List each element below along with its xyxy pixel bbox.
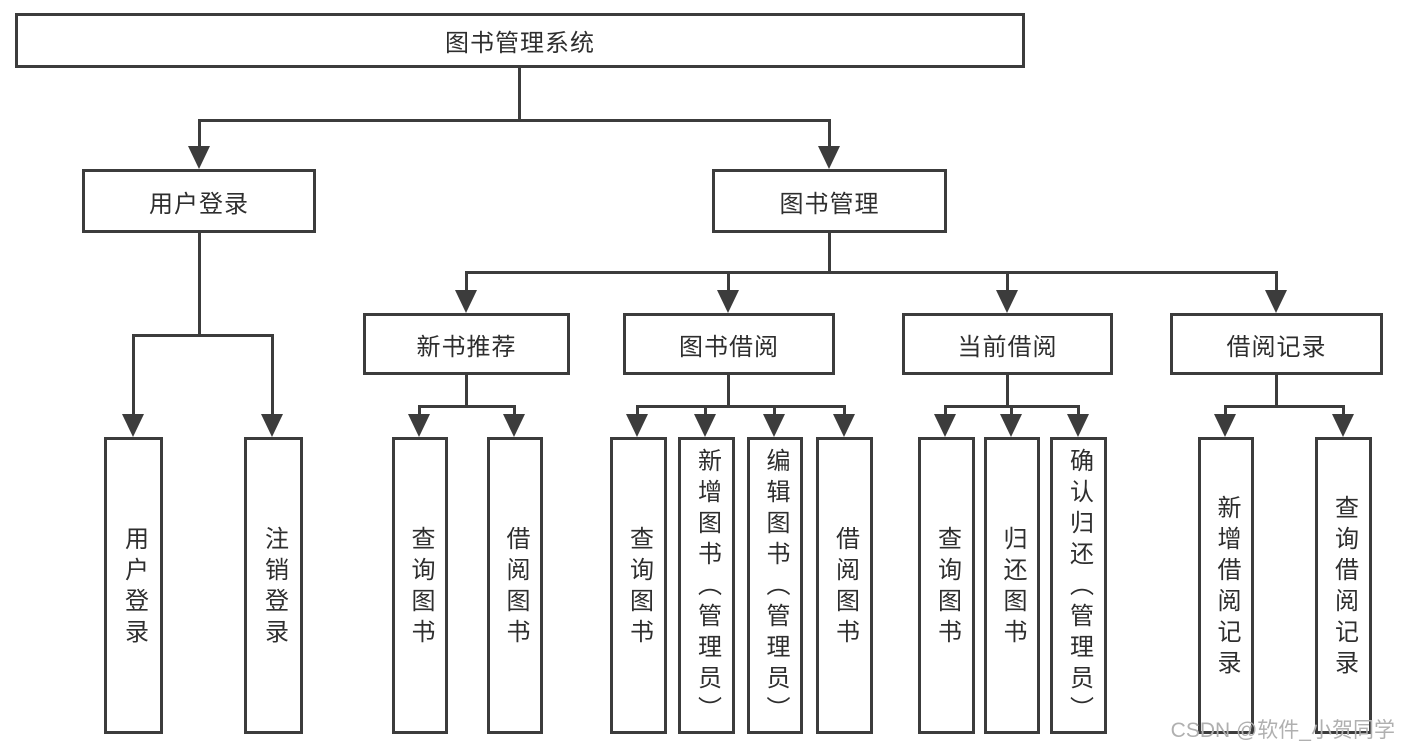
connector-line	[1224, 405, 1227, 417]
arrow-down-icon	[1067, 414, 1089, 437]
arrow-down-icon	[694, 414, 716, 437]
connector-line	[418, 405, 421, 417]
connector-line	[636, 405, 639, 417]
arrow-down-icon	[261, 414, 283, 437]
connector-line	[132, 334, 274, 337]
node-book-management-label: 图书管理	[779, 190, 880, 218]
arrow-down-icon	[717, 290, 739, 313]
node-new-book-recommend: 新书推荐	[363, 313, 570, 375]
connector-line	[465, 375, 468, 407]
arrow-down-icon	[833, 414, 855, 437]
connector-line	[828, 233, 831, 274]
leaf-add-books-admin-label: 新增图书（管理员）	[693, 448, 721, 727]
node-root: 图书管理系统	[15, 13, 1025, 68]
leaf-borrow-books-borrowing-label: 借阅图书	[831, 525, 859, 650]
leaf-query-books-current: 查询图书	[918, 437, 975, 734]
connector-line	[465, 271, 468, 293]
leaf-query-books-recommend-label: 查询图书	[407, 525, 434, 650]
connector-line	[198, 119, 831, 122]
connector-line	[1275, 271, 1278, 293]
leaf-confirm-return-admin: 确认归还（管理员）	[1050, 437, 1107, 734]
node-user-login: 用户登录	[82, 169, 316, 233]
connector-line	[513, 405, 516, 417]
arrow-down-icon	[1000, 414, 1022, 437]
node-user-login-label: 用户登录	[149, 190, 249, 218]
connector-line	[132, 334, 135, 418]
leaf-logout: 注销登录	[244, 437, 303, 734]
connector-line	[418, 405, 516, 408]
node-borrowing-records-label: 借阅记录	[1226, 333, 1327, 361]
connector-line	[636, 405, 846, 408]
leaf-borrow-books-recommend-label: 借阅图书	[502, 525, 529, 650]
leaf-add-borrow-record-label: 新增借阅记录	[1213, 494, 1240, 681]
connector-line	[773, 405, 776, 417]
arrow-down-icon	[1265, 290, 1287, 313]
node-current-borrowing: 当前借阅	[902, 313, 1113, 375]
leaf-borrow-books-borrowing: 借阅图书	[816, 437, 873, 734]
leaf-edit-books-admin-label: 编辑图书（管理员）	[762, 448, 789, 727]
connector-line	[1006, 271, 1009, 293]
leaf-confirm-return-admin-label: 确认归还（管理员）	[1065, 448, 1093, 727]
connector-line	[198, 233, 201, 336]
connector-line	[271, 334, 274, 418]
arrow-down-icon	[503, 414, 525, 437]
arrow-down-icon	[934, 414, 956, 437]
leaf-add-borrow-record: 新增借阅记录	[1198, 437, 1254, 734]
node-book-borrowing: 图书借阅	[623, 313, 835, 375]
leaf-return-books-label: 归还图书	[999, 525, 1026, 650]
node-root-label: 图书管理系统	[445, 30, 595, 57]
arrow-down-icon	[763, 414, 785, 437]
arrow-down-icon	[1332, 414, 1354, 437]
leaf-user-login: 用户登录	[104, 437, 163, 734]
leaf-user-login-label: 用户登录	[120, 525, 148, 650]
arrow-down-icon	[818, 146, 840, 169]
connector-line	[518, 66, 521, 121]
node-book-management: 图书管理	[712, 169, 947, 233]
connector-line	[465, 271, 1278, 274]
leaf-borrow-books-recommend: 借阅图书	[487, 437, 543, 734]
node-current-borrowing-label: 当前借阅	[957, 333, 1058, 361]
arrow-down-icon	[188, 146, 210, 169]
leaf-query-books-current-label: 查询图书	[933, 525, 961, 650]
node-book-borrowing-label: 图书借阅	[679, 333, 779, 361]
arrow-down-icon	[626, 414, 648, 437]
csdn-watermark: CSDN @软件_小贺同学	[1170, 719, 1395, 742]
connector-line	[727, 271, 730, 293]
connector-line	[828, 119, 831, 151]
leaf-add-books-admin: 新增图书（管理员）	[678, 437, 735, 734]
leaf-return-books: 归还图书	[984, 437, 1040, 734]
leaf-query-borrow-record: 查询借阅记录	[1315, 437, 1372, 734]
leaf-query-books-borrowing: 查询图书	[610, 437, 667, 734]
connector-line	[1006, 375, 1009, 407]
arrow-down-icon	[1214, 414, 1236, 437]
leaf-logout-label: 注销登录	[260, 525, 288, 650]
connector-line	[1275, 375, 1278, 407]
arrow-down-icon	[408, 414, 430, 437]
node-new-book-recommend-label: 新书推荐	[416, 333, 517, 361]
connector-line	[704, 405, 707, 417]
connector-line	[1224, 405, 1345, 408]
leaf-query-books-borrowing-label: 查询图书	[625, 525, 653, 650]
connector-line	[1010, 405, 1013, 417]
arrow-down-icon	[455, 290, 477, 313]
leaf-query-books-recommend: 查询图书	[392, 437, 448, 734]
connector-line	[1342, 405, 1345, 417]
arrow-down-icon	[996, 290, 1018, 313]
leaf-query-borrow-record-label: 查询借阅记录	[1330, 494, 1358, 681]
connector-line	[727, 375, 730, 407]
connector-line	[1077, 405, 1080, 417]
node-borrowing-records: 借阅记录	[1170, 313, 1383, 375]
arrow-down-icon	[122, 414, 144, 437]
leaf-edit-books-admin: 编辑图书（管理员）	[747, 437, 803, 734]
connector-line	[843, 405, 846, 417]
connector-line	[198, 119, 201, 151]
connector-line	[944, 405, 947, 417]
